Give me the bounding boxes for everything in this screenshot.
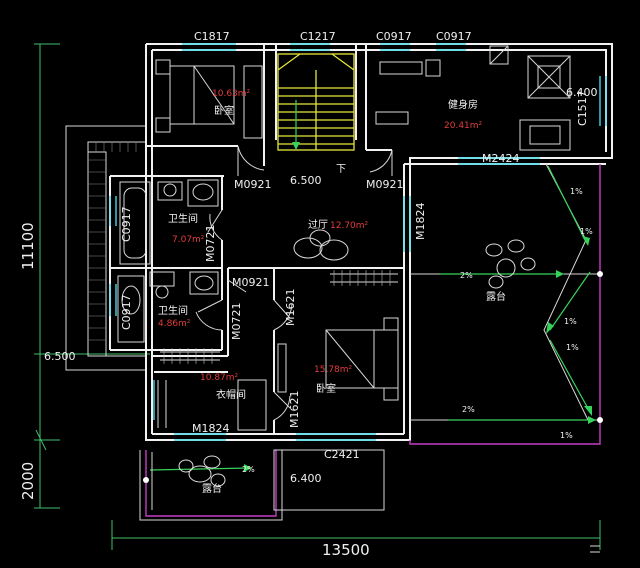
bath1-area: 7.07m² xyxy=(172,235,205,245)
door-label-m1824-hall: M1824 xyxy=(414,203,427,241)
gym-name: 健身房 xyxy=(448,98,478,111)
level-balcony: 6.400 xyxy=(290,472,322,485)
window-label-c0917-a: C0917 xyxy=(376,30,412,43)
bath1-name: 卫生间 xyxy=(168,212,198,225)
slope-label: 2% xyxy=(462,405,475,414)
slope-label: 1% xyxy=(580,227,593,236)
left-ledge xyxy=(65,125,146,371)
total-depth-dim: 11100 xyxy=(19,222,37,270)
slope-label: 2% xyxy=(460,271,473,280)
level-terrace: 6.400 xyxy=(566,86,598,99)
door-label-m2424: M2424 xyxy=(482,152,520,165)
hall-furniture xyxy=(293,229,349,261)
door-label-m0721-b: M0721 xyxy=(230,303,243,341)
windows xyxy=(109,43,607,441)
terrace-name: 露台 xyxy=(486,290,506,303)
bedroom1-name: 卧室 xyxy=(214,104,234,117)
balcony-name: 露台 xyxy=(202,482,222,495)
bedroom2-name: 卧室 xyxy=(316,382,336,395)
closet-furniture xyxy=(157,348,267,431)
door-label-m0721-a: M0721 xyxy=(204,225,217,263)
window-label-c1817: C1817 xyxy=(194,30,230,43)
bedroom1-furniture xyxy=(155,59,263,139)
slope-label: 1% xyxy=(560,431,573,440)
level-left: 6.500 xyxy=(44,350,76,363)
door-label-m0921-c: M0921 xyxy=(232,276,270,289)
door-label-m1621-a: M1621 xyxy=(284,289,297,327)
slope-label: 1% xyxy=(570,187,583,196)
window-label-c1217: C1217 xyxy=(300,30,336,43)
gym-equipment xyxy=(375,45,571,151)
total-width-dim: 13500 xyxy=(322,541,370,559)
terrace xyxy=(409,163,603,445)
level-stair: 6.500 xyxy=(290,174,322,187)
bath2-fixtures xyxy=(117,271,219,343)
bedroom1-area: 10.63m² xyxy=(212,89,251,99)
window-label-c1517: C1517 xyxy=(576,90,589,126)
door-label-m0921-a: M0921 xyxy=(234,178,272,191)
bedroom2-furniture xyxy=(277,270,399,401)
door-label-m1621-b: M1621 xyxy=(288,391,301,429)
window-label-c0917-bath1: C0917 xyxy=(120,206,133,242)
window-label-c0917-bath2: C0917 xyxy=(120,294,133,330)
door-swings xyxy=(195,145,393,421)
walls xyxy=(109,43,613,441)
closet-area: 10.87m² xyxy=(200,373,239,383)
stair xyxy=(277,53,355,151)
gym-area: 20.41m² xyxy=(444,121,483,131)
hall-area: 12.70m² xyxy=(330,221,369,231)
dimension-lines xyxy=(34,43,601,550)
door-label-m0921-b: M0921 xyxy=(366,178,404,191)
balcony-depth-dim: 2000 xyxy=(19,462,37,500)
closet-name: 衣帽间 xyxy=(216,388,246,401)
balcony xyxy=(139,449,600,553)
window-label-c2421: C2421 xyxy=(324,448,360,461)
slope-label: 1% xyxy=(566,343,579,352)
window-label-c0917-b: C0917 xyxy=(436,30,472,43)
bath1-fixtures xyxy=(119,179,219,265)
slope-label: 1% xyxy=(564,317,577,326)
door-label-m1824-closet: M1824 xyxy=(192,422,230,435)
bedroom2-area: 15.78m² xyxy=(314,365,353,375)
hall-name: 过厅 xyxy=(308,218,328,231)
bath2-area: 4.86m² xyxy=(158,319,191,329)
slope-label: 2% xyxy=(242,465,255,474)
stair-down-label: 下 xyxy=(336,164,346,175)
bath2-name: 卫生间 xyxy=(158,304,188,317)
